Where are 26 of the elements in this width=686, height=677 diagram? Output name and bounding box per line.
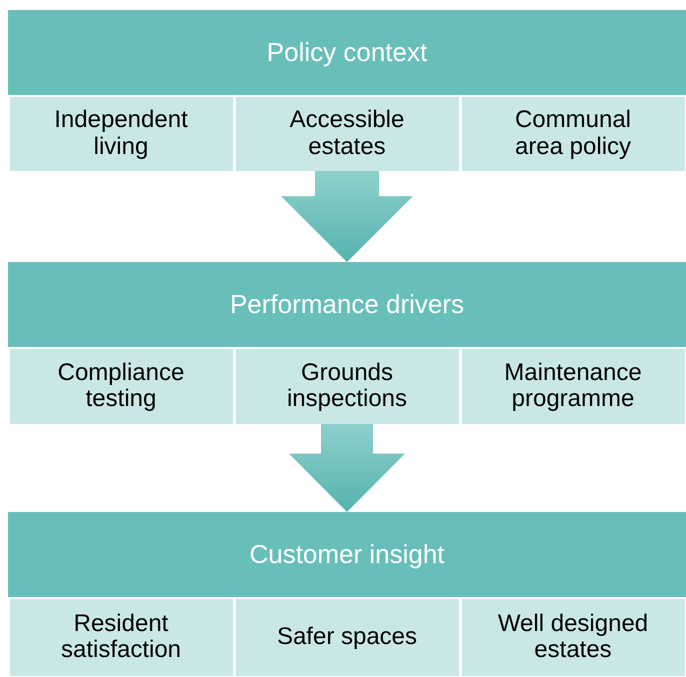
category-box	[462, 348, 684, 424]
category-label: Compliance testing	[56, 360, 186, 412]
category-box	[236, 96, 458, 170]
category-label: Accessible estates	[288, 107, 406, 160]
down-arrow	[289, 424, 405, 512]
category-label: Grounds inspections	[286, 360, 408, 412]
category-box	[236, 348, 458, 424]
category-label: Safer spaces	[276, 624, 418, 650]
category-box	[236, 598, 458, 676]
header-band	[8, 512, 686, 597]
header-band	[8, 262, 686, 347]
band-title: Policy context	[266, 37, 428, 68]
category-box	[10, 96, 232, 170]
category-label: Maintenance programme	[503, 360, 643, 412]
header-band	[8, 10, 686, 95]
category-box	[462, 598, 684, 676]
band-title: Performance drivers	[230, 289, 464, 320]
category-label: Well designed estates	[496, 610, 650, 664]
category-label: Independent living	[53, 107, 189, 160]
category-box	[462, 96, 684, 170]
category-label: Communal area policy	[514, 107, 632, 160]
category-label: Resident satisfaction	[60, 610, 182, 664]
category-box	[10, 348, 232, 424]
band-title: Customer insight	[249, 539, 445, 570]
category-box	[10, 598, 232, 676]
down-arrow	[281, 170, 413, 262]
